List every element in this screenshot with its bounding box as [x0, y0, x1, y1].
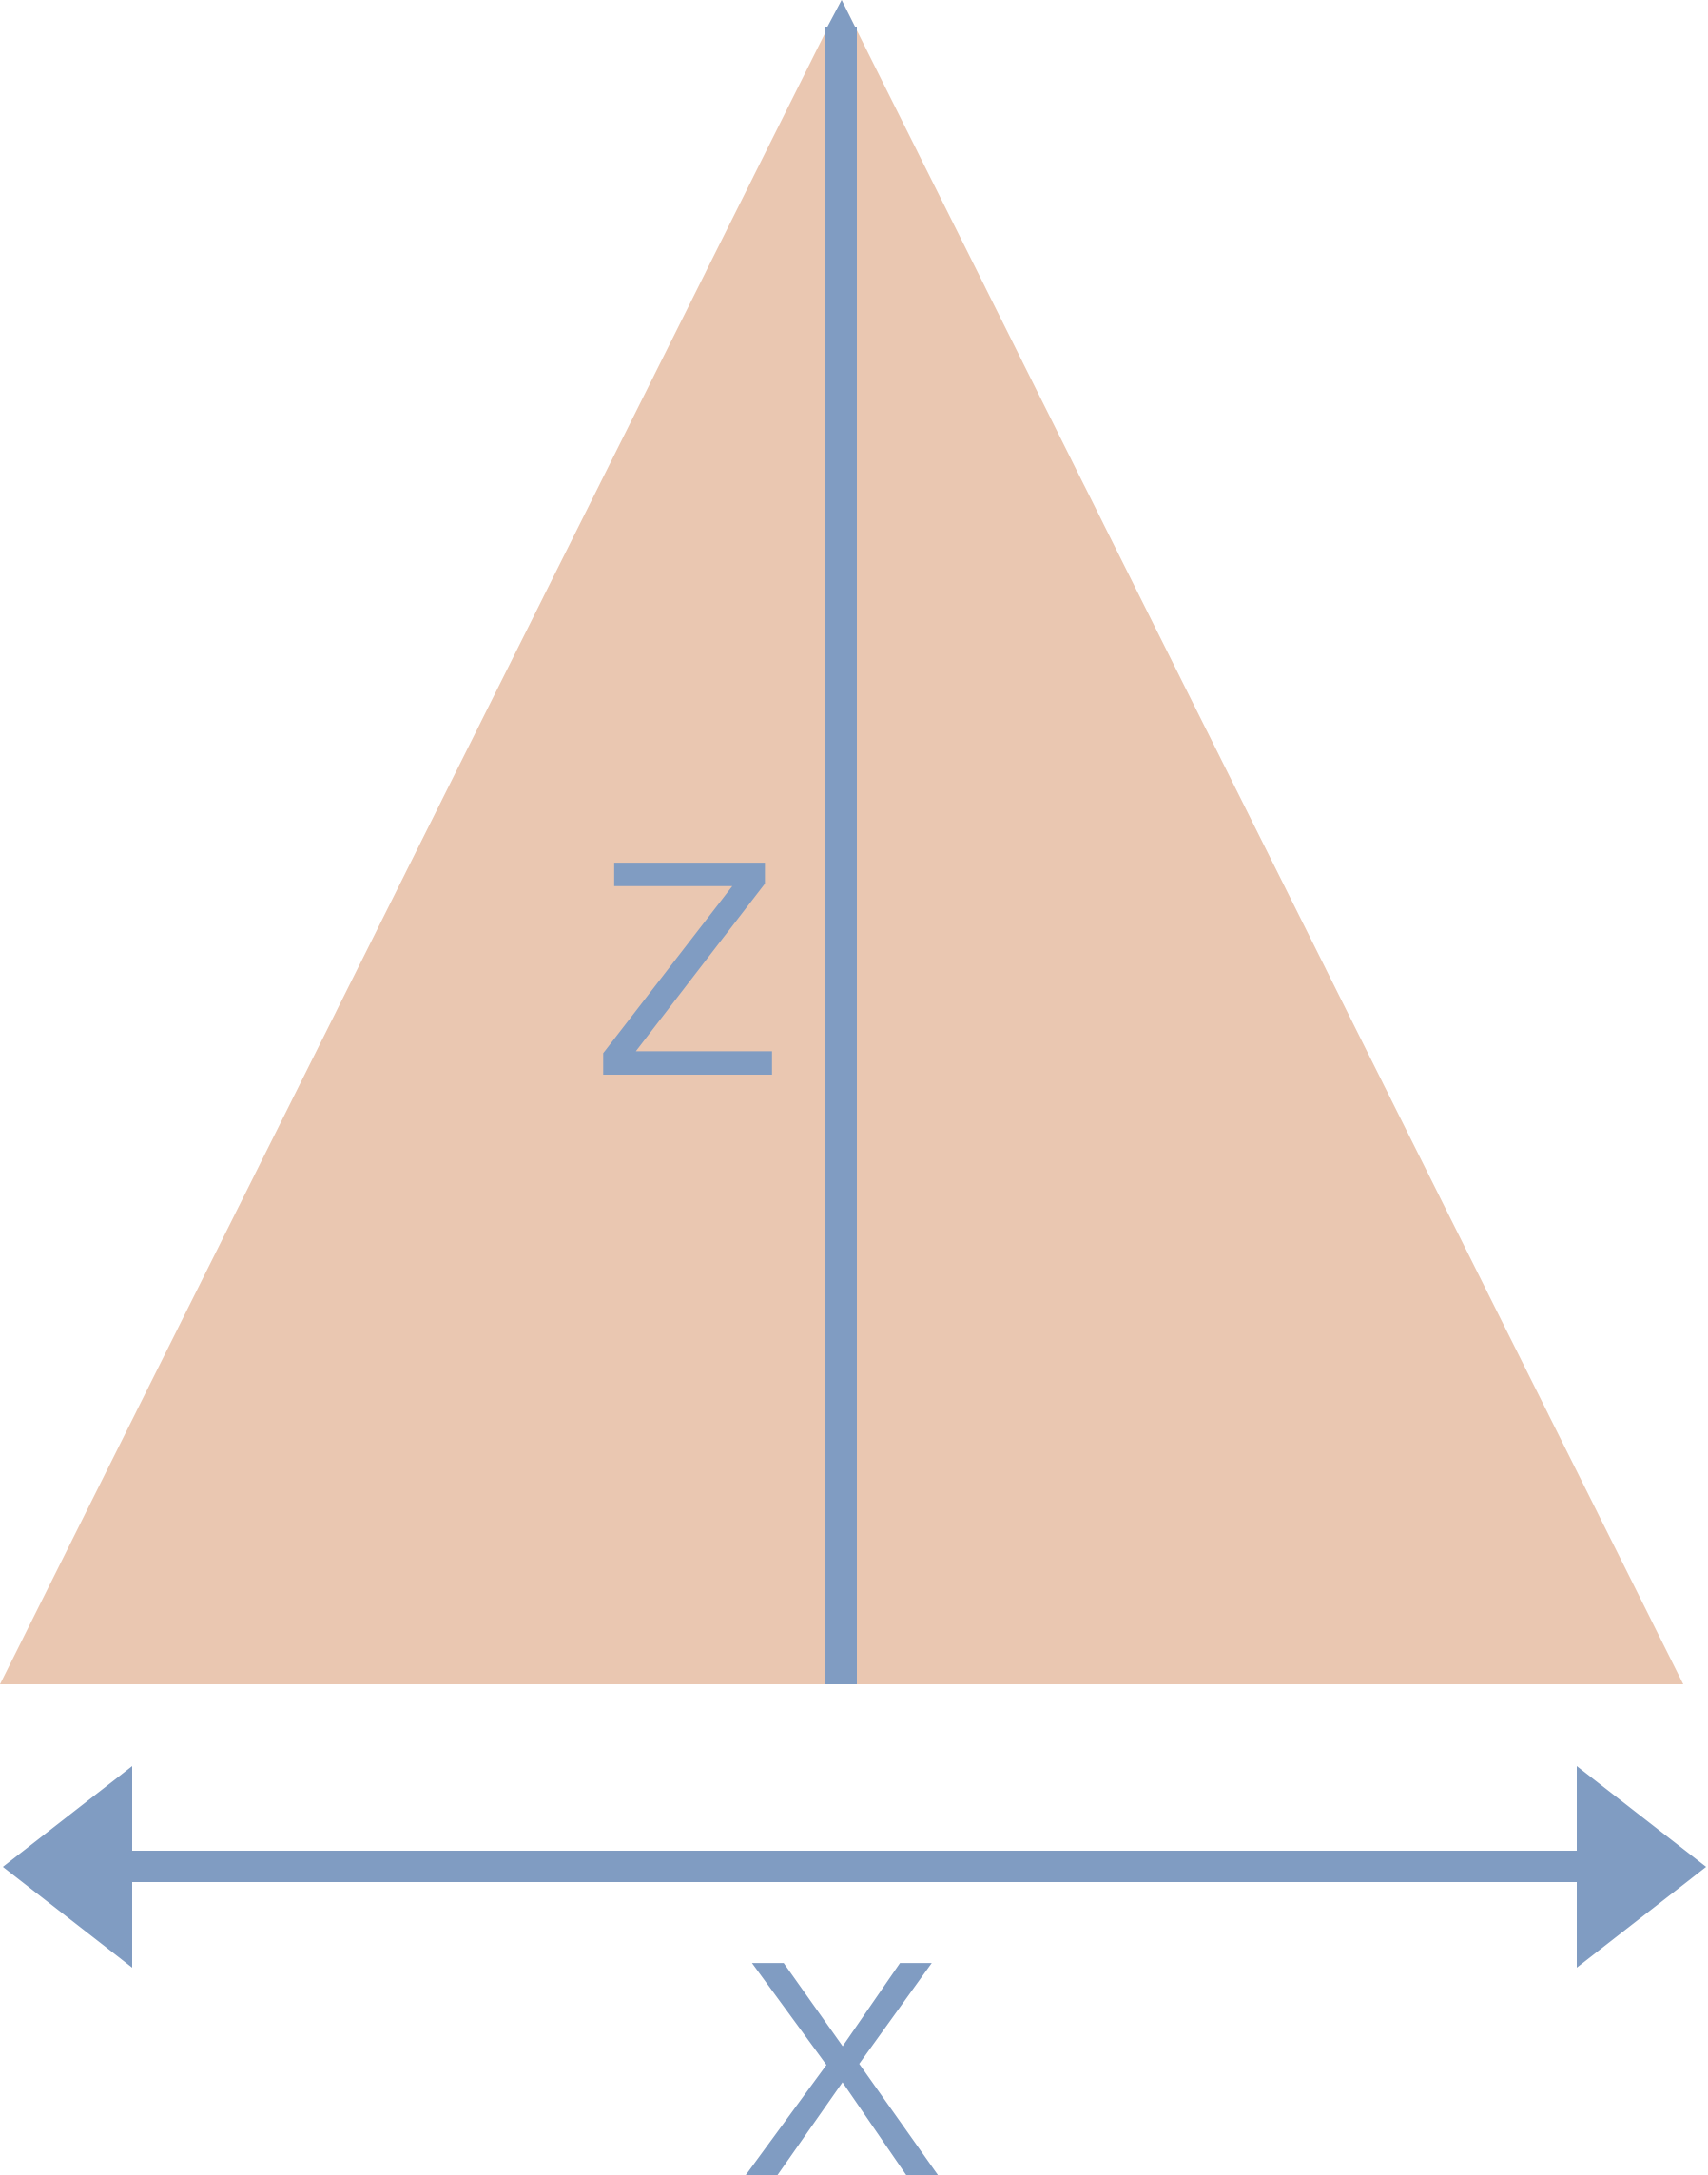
height-label: Z: [593, 796, 782, 1140]
base-double-arrow: [3, 1766, 1706, 1968]
base-label: X: [739, 1896, 944, 2175]
height-line-tip: [825, 0, 857, 30]
height-line: [825, 0, 857, 1684]
height-line-bar: [825, 27, 857, 1684]
base-arrow-left-head: [3, 1766, 132, 1968]
base-arrow-right-head: [1577, 1766, 1706, 1968]
base-arrow-shaft: [129, 1851, 1579, 1882]
